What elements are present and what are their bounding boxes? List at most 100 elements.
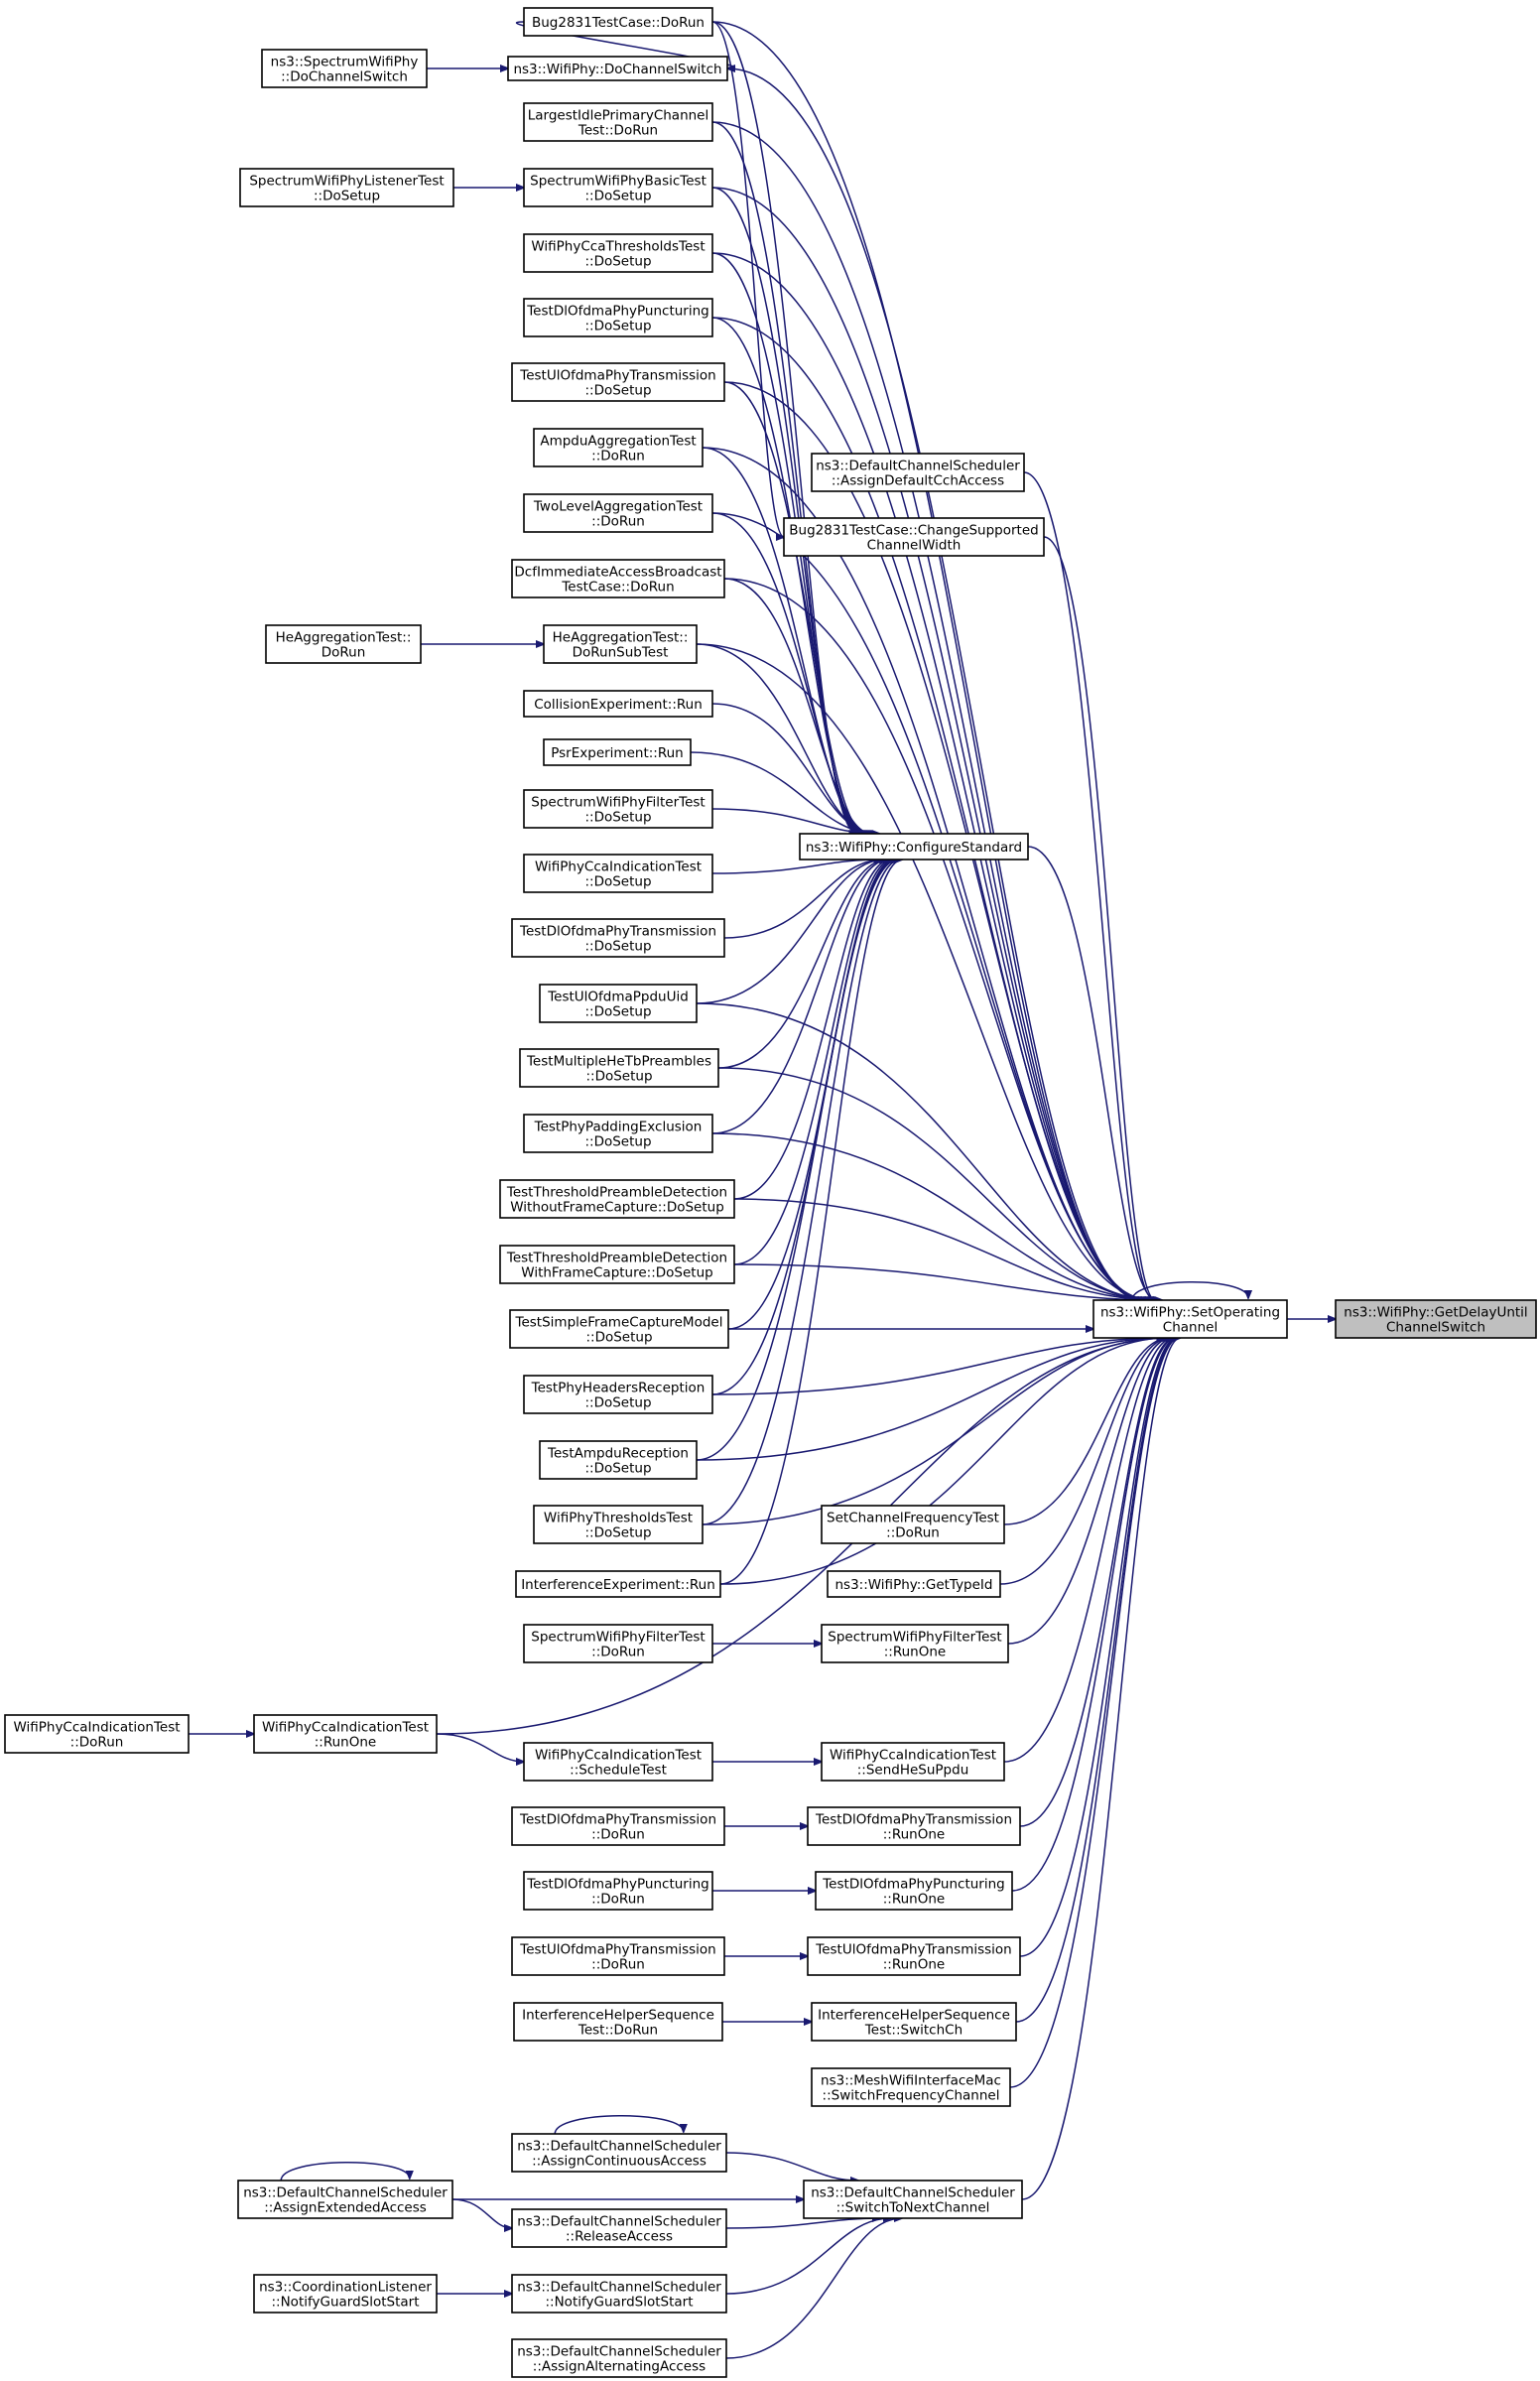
call-edge [1003,1338,1169,1525]
node-label: InterferenceHelperSequence [818,2008,1010,2024]
node-label: ns3::SpectrumWifiPhy [271,55,419,70]
function-node[interactable]: WifiPhyCcaIndicationTest::SendHeSuPpdu [821,1742,1005,1782]
function-node[interactable]: DcfImmediateAccessBroadcastTestCase::DoR… [511,559,725,598]
function-node[interactable]: ns3::DefaultChannelScheduler::AssignCont… [511,2133,727,2173]
call-edge [515,21,736,68]
function-node[interactable]: TestUlOfdmaPpduUid::DoSetup [539,984,698,1023]
node-label: WifiPhyCcaIndicationTest [535,860,702,875]
function-node[interactable]: ns3::MeshWifiInterfaceMac::SwitchFrequen… [811,2067,1011,2107]
function-node[interactable]: WifiPhyCcaIndicationTest::RunOne [253,1714,438,1754]
function-node[interactable]: ns3::WifiPhy::DoChannelSwitch [507,56,728,81]
node-label: TestUlOfdmaPhyTransmission [815,1942,1011,1958]
call-edge [690,751,878,834]
node-label: WifiPhyCcaIndicationTest [13,1720,180,1736]
function-node[interactable]: WifiPhyCcaIndicationTest::DoRun [4,1714,190,1754]
function-node[interactable]: TestPhyHeadersReception::DoSetup [523,1375,713,1414]
function-node[interactable]: HeAggregationTest::DoRunSubTest [543,624,698,664]
call-edge [733,860,893,1265]
node-label: ::DoSetup [584,383,651,399]
function-node[interactable]: SpectrumWifiPhyListenerTest::DoSetup [239,168,454,207]
node-label: InterferenceHelperSequence [522,2008,714,2024]
function-node[interactable]: ns3::CoordinationListener::NotifyGuardSl… [253,2274,438,2314]
function-node[interactable]: TestMultipleHeTbPreambles::DoSetup [519,1048,719,1088]
node-label: TestThresholdPreambleDetection [506,1185,727,1201]
node-label: ns3::WifiPhy::SetOperating [1100,1305,1280,1321]
function-node[interactable]: ns3::DefaultChannelScheduler::NotifyGuar… [511,2274,727,2314]
node-box [523,493,713,533]
node-label: ns3::CoordinationListener [259,2280,432,2296]
node-label: ::RunOne [883,1892,945,1908]
function-node[interactable]: ns3::WifiPhy::GetTypeId [827,1570,1001,1598]
function-node[interactable]: WifiPhyCcaIndicationTest::ScheduleTest [523,1742,713,1782]
node-box [511,2208,727,2248]
function-node[interactable]: SpectrumWifiPhyFilterTest::DoSetup [523,789,713,829]
function-node[interactable]: TestDlOfdmaPhyTransmission::RunOne [807,1806,1021,1846]
function-node[interactable]: ns3::DefaultChannelScheduler::AssignExte… [237,2180,453,2219]
node-box [523,1871,713,1911]
node-box [511,918,725,958]
call-edge [1009,1338,1180,2088]
function-node[interactable]: TestUlOfdmaPhyTransmission::RunOne [807,1936,1021,1976]
node-label: ::DoRun [70,1735,124,1751]
function-node[interactable]: ns3::DefaultChannelScheduler::AssignAlte… [511,2338,727,2378]
node-label: TestDlOfdmaPhyPuncturing [822,1877,1005,1893]
edge-layer [188,21,1336,2359]
node-box [511,2133,727,2173]
function-node[interactable]: WifiPhyThresholdsTest::DoSetup [533,1505,704,1544]
node-label: ::SwitchToNextChannel [836,2200,990,2216]
function-node[interactable]: TestDlOfdmaPhyPuncturing::DoSetup [523,298,713,337]
function-node[interactable]: TestThresholdPreambleDetectionWithFrameC… [499,1245,735,1284]
function-node[interactable]: PsrExperiment::Run [543,738,692,766]
function-node[interactable]: WifiPhyCcaThresholdsTest::DoSetup [523,233,713,273]
function-node[interactable]: ns3::DefaultChannelScheduler::AssignDefa… [811,453,1025,492]
function-node[interactable]: SpectrumWifiPhyBasicTest::DoSetup [523,168,713,207]
node-label: ns3::MeshWifiInterfaceMac [821,2073,1001,2089]
function-node[interactable]: SpectrumWifiPhyFilterTest::DoRun [523,1624,713,1663]
function-node[interactable]: TestSimpleFrameCaptureModel::DoSetup [509,1309,729,1349]
node-label: WithFrameCapture::DoSetup [521,1265,712,1281]
node-label: ::DoSetup [584,1461,651,1477]
function-node[interactable]: TwoLevelAggregationTest::DoRun [523,493,713,533]
node-box [511,2338,727,2378]
function-node[interactable]: CollisionExperiment::Run [523,690,713,718]
function-node[interactable]: ns3::DefaultChannelScheduler::ReleaseAcc… [511,2208,727,2248]
function-node[interactable]: TestAmpduReception::DoSetup [539,1440,698,1480]
node-layer: ns3::WifiPhy::GetDelayUntilChannelSwitch… [4,7,1537,2378]
node-box [523,854,713,893]
node-box [1092,1299,1288,1339]
call-edge [1007,1338,1172,1645]
node-box [523,690,713,718]
call-edge [1131,1281,1248,1301]
function-node[interactable]: AmpduAggregationTest::DoRun [533,428,704,467]
function-node[interactable]: TestDlOfdmaPhyTransmission::DoSetup [511,918,725,958]
call-edge [696,1338,1166,1461]
function-node[interactable]: ns3::WifiPhy::ConfigureStandard [799,833,1029,860]
function-node[interactable]: TestPhyPaddingExclusion::DoSetup [523,1114,713,1153]
function-node[interactable]: TestUlOfdmaPhyTransmission::DoSetup [511,362,725,402]
function-node[interactable]: ns3::SpectrumWifiPhy::DoChannelSwitch [261,49,428,88]
call-edge [723,381,866,834]
function-node[interactable]: Bug2831TestCase::ChangeSupportedChannelW… [783,517,1045,557]
node-label: TestPhyHeadersReception [531,1381,706,1396]
function-node[interactable]: SpectrumWifiPhyFilterTest::RunOne [821,1624,1009,1663]
function-node[interactable]: TestDlOfdmaPhyTransmission::DoRun [511,1806,725,1846]
function-node[interactable]: TestDlOfdmaPhyPuncturing::RunOne [815,1871,1013,1911]
function-node[interactable]: HeAggregationTest::DoRun [265,624,422,664]
function-node[interactable]: Bug2831TestCase::DoRun [523,7,713,37]
function-node[interactable]: InterferenceExperiment::Run [515,1570,721,1598]
node-box [499,1179,735,1219]
node-label: ns3::DefaultChannelScheduler [517,2139,721,2155]
function-node[interactable]: WifiPhyCcaIndicationTest::DoSetup [523,854,713,893]
function-node[interactable]: TestDlOfdmaPhyPuncturing::DoRun [523,1871,713,1911]
function-node[interactable]: SetChannelFrequencyTest::DoRun [821,1505,1005,1544]
node-box [237,2180,453,2219]
function-node[interactable]: ns3::DefaultChannelScheduler::SwitchToNe… [803,2180,1023,2219]
function-node[interactable]: TestUlOfdmaPhyTransmission::DoRun [511,1936,725,1976]
node-label: WifiPhyCcaThresholdsTest [531,239,705,255]
function-node[interactable]: TestThresholdPreambleDetectionWithoutFra… [499,1179,735,1219]
